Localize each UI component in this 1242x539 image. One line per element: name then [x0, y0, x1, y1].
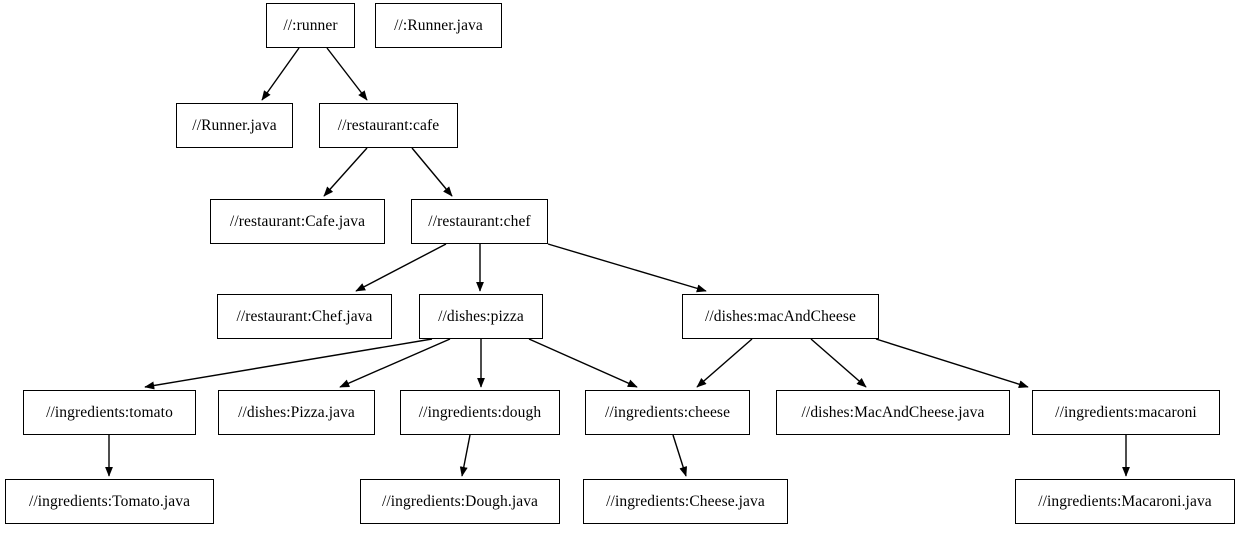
graph-edge-dishes_macandcheese-to-ing_macaroni [875, 338, 1029, 389]
graph-node-label: //:runner [283, 16, 338, 34]
graph-node-label: //restaurant:cafe [337, 116, 440, 134]
graph-edge-restaurant_chef-to-restaurant_chef_java [355, 243, 447, 292]
graph-edge-dishes_macandcheese-to-dishes_mac_java [810, 338, 867, 388]
graph-node-label: //ingredients:tomato [46, 403, 173, 421]
graph-edge-restaurant_cafe-to-restaurant_cafe_java [323, 147, 368, 197]
graph-node-label: //ingredients:Cheese.java [606, 492, 765, 510]
graph-node-dishes_pizza[interactable]: //dishes:pizza [419, 294, 543, 339]
graph-edge-restaurant_cafe-to-restaurant_chef [411, 147, 453, 197]
graph-node-dishes_mac_java[interactable]: //dishes:MacAndCheese.java [776, 390, 1010, 435]
graph-node-label: //restaurant:Chef.java [236, 307, 373, 325]
graph-edge-dishes_pizza-to-dishes_pizza_java [339, 338, 451, 388]
graph-edge-runner-to-runner_java [261, 47, 300, 101]
graph-edge-dishes_pizza-to-ing_cheese [528, 338, 638, 388]
graph-node-restaurant_chef[interactable]: //restaurant:chef [411, 199, 548, 244]
graph-node-ing_dough[interactable]: //ingredients:dough [400, 390, 560, 435]
graph-node-label: //ingredients:Macaroni.java [1038, 492, 1212, 510]
graph-node-runner_java[interactable]: //Runner.java [176, 103, 293, 148]
graph-node-label: //ingredients:macaroni [1055, 403, 1197, 421]
graph-node-label: //dishes:MacAndCheese.java [801, 403, 985, 421]
graph-edge-ing_cheese-to-ing_cheese_java [672, 434, 688, 477]
graph-node-ing_tomato_java[interactable]: //ingredients:Tomato.java [5, 479, 214, 524]
graph-node-label: //dishes:macAndCheese [704, 307, 857, 325]
graph-node-runner[interactable]: //:runner [266, 3, 355, 48]
graph-edge-dishes_pizza-to-ing_tomato [144, 338, 433, 390]
graph-node-restaurant_cafe_java[interactable]: //restaurant:Cafe.java [210, 199, 385, 244]
graph-node-restaurant_chef_java[interactable]: //restaurant:Chef.java [217, 294, 392, 339]
graph-node-label: //restaurant:chef [428, 212, 531, 230]
graph-node-ing_dough_java[interactable]: //ingredients:Dough.java [360, 479, 560, 524]
graph-node-label: //ingredients:dough [418, 403, 542, 421]
graph-node-label: //Runner.java [192, 116, 277, 134]
graph-node-ing_cheese_java[interactable]: //ingredients:Cheese.java [583, 479, 788, 524]
graph-node-runner_java_root[interactable]: //:Runner.java [375, 3, 502, 48]
graph-node-label: //dishes:Pizza.java [238, 403, 355, 421]
graph-node-label: //ingredients:Tomato.java [28, 492, 191, 510]
graph-edge-ing_dough-to-ing_dough_java [459, 434, 471, 477]
graph-node-ing_macaroni[interactable]: //ingredients:macaroni [1032, 390, 1220, 435]
graph-node-label: //dishes:pizza [438, 307, 524, 325]
graph-node-label: //ingredients:cheese [604, 403, 731, 421]
graph-node-dishes_macandcheese[interactable]: //dishes:macAndCheese [682, 294, 879, 339]
graph-node-label: //ingredients:Dough.java [381, 492, 539, 510]
graph-edge-dishes_macandcheese-to-ing_cheese [696, 338, 753, 388]
graph-node-ing_cheese[interactable]: //ingredients:cheese [585, 390, 750, 435]
graph-node-restaurant_cafe[interactable]: //restaurant:cafe [319, 103, 458, 148]
graph-edge-runner-to-restaurant_cafe [326, 47, 368, 101]
graph-node-label: //restaurant:Cafe.java [229, 212, 366, 230]
graph-node-label: //:Runner.java [394, 16, 483, 34]
graph-node-ing_tomato[interactable]: //ingredients:tomato [23, 390, 196, 435]
graph-node-ing_macaroni_java[interactable]: //ingredients:Macaroni.java [1015, 479, 1235, 524]
graph-node-dishes_pizza_java[interactable]: //dishes:Pizza.java [218, 390, 375, 435]
graph-edge-restaurant_chef-to-dishes_macandcheese [547, 243, 707, 293]
